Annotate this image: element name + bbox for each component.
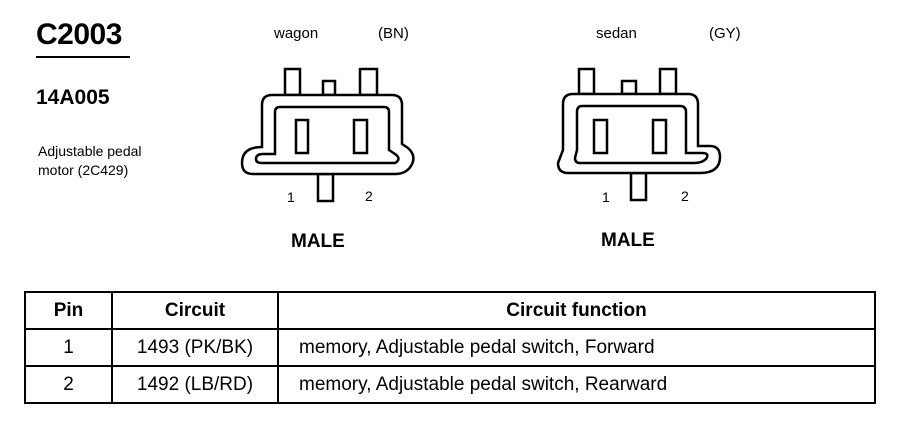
- key-tab: [620, 79, 638, 96]
- latch-tab-right: [658, 67, 678, 96]
- component-description-line1: Adjustable pedal: [38, 143, 142, 159]
- sedan-color-code: (GY): [709, 25, 741, 42]
- sedan-pin-2-label: 2: [681, 188, 689, 204]
- sedan-connector-face: [556, 67, 722, 202]
- circuit-function-cell: memory, Adjustable pedal switch, Rearwar…: [277, 365, 876, 404]
- sedan-variant-label: sedan: [596, 25, 637, 42]
- terminal-2: [651, 118, 668, 155]
- header-pin: Pin: [24, 291, 113, 330]
- table-header-row: Pin Circuit Circuit function: [24, 291, 876, 330]
- terminal-1: [294, 118, 310, 155]
- component-description: Adjustable pedal motor (2C429): [38, 142, 188, 180]
- connector-id: C2003: [36, 18, 122, 51]
- connector-id-underline: [36, 56, 130, 58]
- sedan-gender-label: MALE: [601, 230, 655, 251]
- table-row: 1 1493 (PK/BK) memory, Adjustable pedal …: [24, 328, 876, 367]
- header-circuit: Circuit: [111, 291, 279, 330]
- header-circuit-function: Circuit function: [277, 291, 876, 330]
- wagon-gender-label: MALE: [291, 231, 345, 252]
- terminal-1: [592, 118, 609, 155]
- circuit-cell: 1493 (PK/BK): [111, 328, 279, 367]
- key-tab: [321, 79, 337, 97]
- latch-tab-left: [283, 67, 302, 97]
- wagon-variant-label: wagon: [274, 25, 319, 42]
- wagon-connector-face: [240, 67, 415, 203]
- connector-diagrams: [240, 67, 722, 203]
- circuit-cell: 1492 (LB/RD): [111, 365, 279, 404]
- pin-circuit-table: Pin Circuit Circuit function 1 1493 (PK/…: [24, 291, 876, 404]
- wagon-color-code: (BN): [378, 25, 409, 42]
- sedan-pin-1-label: 1: [602, 189, 610, 205]
- connector-shell-inner: [254, 105, 400, 165]
- latch-tab-left: [577, 67, 596, 96]
- bottom-tab: [316, 172, 335, 203]
- part-number: 14A005: [36, 86, 110, 109]
- component-description-line2: motor (2C429): [38, 162, 129, 178]
- wagon-pin-1-label: 1: [287, 189, 295, 205]
- latch-tab-right: [358, 67, 379, 97]
- table-row: 2 1492 (LB/RD) memory, Adjustable pedal …: [24, 365, 876, 404]
- pin-cell: 2: [24, 365, 113, 404]
- pin-cell: 1: [24, 328, 113, 367]
- bottom-tab: [629, 171, 648, 202]
- circuit-function-cell: memory, Adjustable pedal switch, Forward: [277, 328, 876, 367]
- terminal-2: [352, 118, 369, 155]
- wagon-pin-2-label: 2: [365, 188, 373, 204]
